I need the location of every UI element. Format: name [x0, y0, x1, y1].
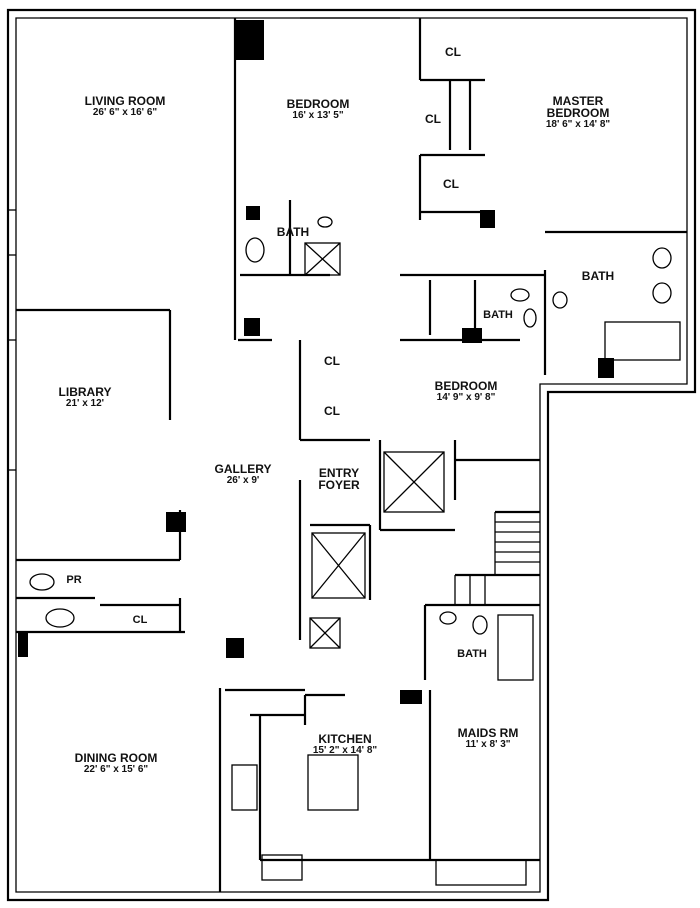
room-dimensions: 22' 6" x 15' 6": [83, 764, 149, 775]
room-dimensions: 21' x 12': [65, 398, 105, 409]
room-dimensions: 18' 6" x 14' 8": [545, 119, 611, 130]
outer-wall-inner: [15, 17, 688, 893]
closet-label: CL: [324, 354, 340, 368]
bath-label: BATH: [483, 309, 513, 321]
room-name: MASTER BEDROOM: [546, 94, 610, 120]
room-name: KITCHEN: [318, 732, 372, 746]
closet-label: CL: [132, 614, 148, 626]
room-name: ENTRY FOYER: [318, 466, 360, 492]
elevator-shafts: [309, 451, 445, 649]
room-dimensions: 14' 9" x 9' 8": [436, 392, 496, 403]
closet-label: CL: [425, 112, 441, 126]
bath-label: BATH: [581, 269, 615, 283]
room-dimensions: 16' x 13' 5": [292, 110, 344, 121]
room-name: LIVING ROOM: [84, 94, 166, 108]
room-name: BEDROOM: [286, 97, 350, 111]
room-name: BEDROOM: [434, 379, 498, 393]
room-name: GALLERY: [214, 462, 272, 476]
interior-walls: [16, 18, 687, 892]
powder-room-label: PR: [66, 574, 82, 586]
room-dimensions: 26' x 9': [226, 475, 260, 486]
fixtures: [29, 216, 681, 886]
windows: [8, 17, 650, 893]
closet-label: CL: [443, 177, 459, 191]
room-dimensions: 15' 2" x 14' 8": [312, 745, 378, 756]
room-entry-foyer: ENTRY FOYER: [314, 467, 364, 491]
outer-wall: [6, 8, 697, 902]
bath-label: BATH: [276, 225, 310, 239]
room-dimensions: 26' 6" x 16' 6": [92, 107, 158, 118]
room-dimensions: 11' x 8' 3": [465, 739, 511, 750]
room-name: MAIDS RM: [457, 726, 519, 740]
room-name: LIBRARY: [58, 385, 112, 399]
closet-label: CL: [445, 45, 461, 59]
bath-label: BATH: [457, 648, 487, 660]
structural-columns: [18, 20, 614, 704]
room-name: DINING ROOM: [74, 751, 158, 765]
closet-label: CL: [324, 404, 340, 418]
stairs: [454, 512, 540, 605]
